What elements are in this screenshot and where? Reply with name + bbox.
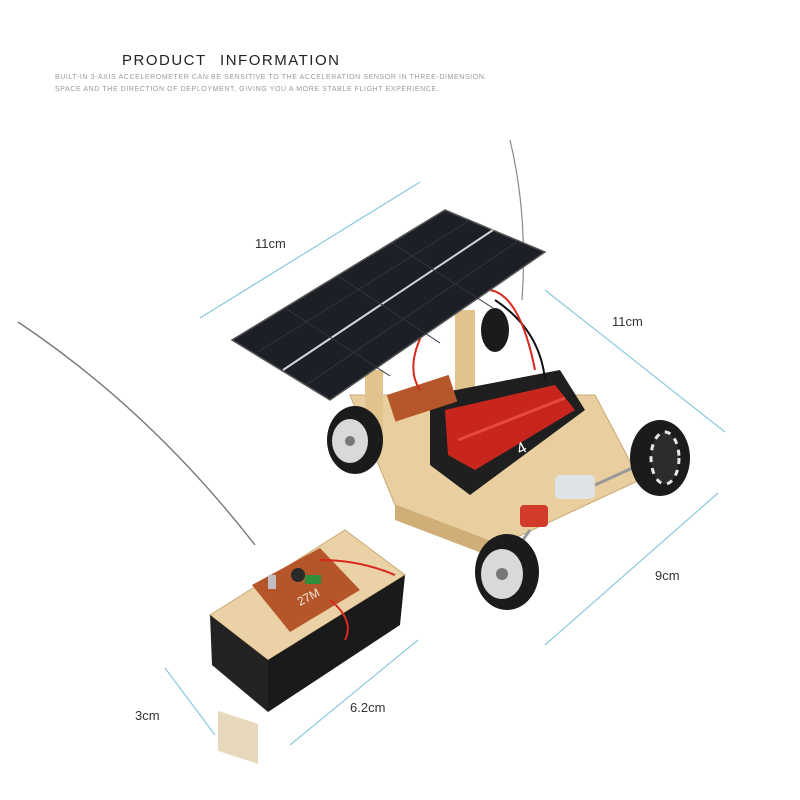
guide-remote-width <box>164 667 216 736</box>
remote-button <box>291 568 305 582</box>
label-car-height: 9cm <box>655 568 680 583</box>
remote-wire-red <box>319 559 396 576</box>
remote-antenna-coil <box>268 575 276 589</box>
remote-battery-box-side <box>210 615 268 712</box>
dimension-guides <box>164 181 726 746</box>
car-circuit-board <box>386 374 458 422</box>
wheel-front-right <box>475 534 539 610</box>
car-base-edge <box>395 505 500 560</box>
remote-controller: 27M <box>209 529 406 764</box>
guide-car-width <box>544 289 726 433</box>
label-remote-length: 6.2cm <box>350 700 386 715</box>
battery-highlight <box>457 396 566 442</box>
wheel-front-left <box>327 406 383 474</box>
remote-wood-end <box>218 710 258 764</box>
remote-antenna <box>17 321 256 546</box>
label-remote-width: 3cm <box>135 708 160 723</box>
guide-car-length <box>199 181 421 319</box>
panel-post <box>455 310 475 400</box>
label-car-length: 11cm <box>255 236 286 251</box>
guide-car-height <box>544 492 719 646</box>
wheel-rear-left <box>481 308 509 352</box>
car-antenna <box>509 139 525 301</box>
page-title: PRODUCT INFORMATION <box>122 52 341 69</box>
solar-car: 4 <box>230 209 690 610</box>
remote-battery-box-front <box>268 575 405 712</box>
solar-panel-cells <box>257 219 519 386</box>
subtitle-line-1: BUILT-IN 3-AXIS ACCELEROMETER CAN BE SEN… <box>55 74 485 81</box>
remote-circuit-board <box>252 548 360 632</box>
subtitle-line-2: SPACE AND THE DIRECTION OF DEPLOYMENT, G… <box>55 86 440 93</box>
motor <box>520 505 548 527</box>
guide-remote-length <box>289 639 419 746</box>
solar-panel-busbar <box>282 229 494 371</box>
wheel-rear-right <box>630 420 690 496</box>
remote-capacitor <box>305 575 321 584</box>
wire-black <box>494 299 546 381</box>
label-car-width: 11cm <box>612 314 643 329</box>
gearbox <box>555 475 595 499</box>
remote-wire-red-2 <box>329 599 349 641</box>
wire-red-2 <box>489 289 536 371</box>
